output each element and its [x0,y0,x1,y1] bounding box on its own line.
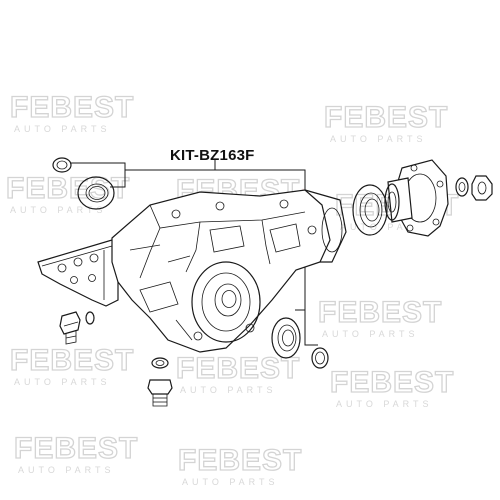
watermark-subtitle: AUTO PARTS [10,205,107,215]
watermark-layer: FEBEST AUTO PARTS FEBEST AUTO PARTS FEBE… [5,90,459,487]
seal-ring-small-top-left [52,157,72,173]
oil-seal-rear [352,184,388,236]
watermark-subtitle: AUTO PARTS [322,329,419,339]
flange-nut [471,175,493,201]
watermark-top-left: FEBEST AUTO PARTS [9,90,134,134]
kit-part-number-label: KIT-BZ163F [170,147,255,164]
watermark-bottom-right: FEBEST AUTO PARTS [329,365,454,409]
seal-ring-small-right [311,347,329,369]
watermark-lower-right: FEBEST AUTO PARTS [317,295,442,339]
watermark-brand: FEBEST [6,172,130,205]
watermark-brand: FEBEST [178,444,302,477]
watermark-bottom: FEBEST AUTO PARTS FEBEST AUTO PARTS [13,431,302,487]
watermark-brand: FEBEST [10,344,134,377]
watermark-subtitle: AUTO PARTS [340,222,437,232]
watermark-subtitle: AUTO PARTS [330,134,427,144]
mounting-bracket [37,239,119,307]
watermark-brand: FEBEST [176,352,300,385]
watermark-brand: FEBEST [318,296,442,329]
watermark-brand: FEBEST [324,101,448,134]
pinion-flange [384,159,449,237]
plug-washer-bottom [151,357,169,369]
differential-housing [111,189,347,353]
oil-seal-left [77,176,115,210]
watermark-lower-left: FEBEST AUTO PARTS [9,343,134,387]
watermark-subtitle: AUTO PARTS [336,399,433,409]
oil-seal-right-large [271,317,301,359]
watermark-subtitle: AUTO PARTS [14,124,111,134]
watermark-subtitle: AUTO PARTS [18,465,115,475]
flange-washer [455,177,469,197]
watermark-brand: FEBEST [10,91,134,124]
drain-plug [59,311,81,345]
watermark-subtitle: AUTO PARTS [14,377,111,387]
watermark-brand: FEBEST [14,432,138,465]
watermark-bottom-center: FEBEST AUTO PARTS [175,351,300,395]
plug-washer [85,311,95,325]
watermark-subtitle: AUTO PARTS [180,385,277,395]
watermark-subtitle: AUTO PARTS [182,477,279,487]
watermark-middle-left: FEBEST AUTO PARTS [5,171,130,215]
watermark-top-right: FEBEST AUTO PARTS [323,100,448,144]
watermark-brand: FEBEST [330,366,454,399]
fill-plug [147,379,173,407]
